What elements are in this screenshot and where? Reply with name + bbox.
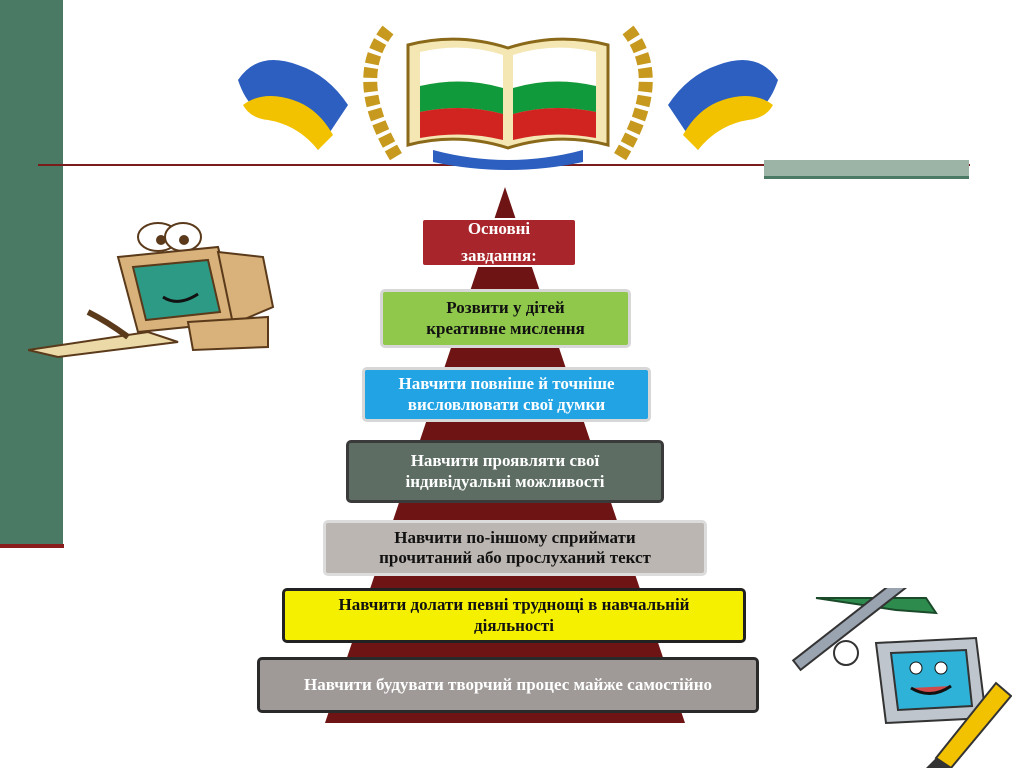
left-sidebar-underline (0, 544, 64, 548)
task-box-creative-thinking: Розвити у дітей креативне мислення (380, 289, 631, 348)
task-box-overcome-difficulties: Навчити долати певні труднощі в навчальн… (282, 588, 746, 643)
computer-robot-tools-icon (791, 588, 1012, 768)
computer-robot-typing-icon (28, 222, 275, 359)
task-line-1: Навчити по-іншому сприймати (394, 527, 636, 547)
tasks-title-line-1: Основні (467, 219, 531, 239)
task-line-2: прочитаний або прослуханий текст (379, 548, 651, 567)
task-line-2: індивідуальні можливості (405, 471, 605, 491)
task-line-2: креативне мислення (426, 318, 585, 338)
header-accent-block (764, 160, 969, 178)
tasks-title-line-2: завдання: (461, 245, 537, 265)
task-line-2: діяльності (474, 615, 554, 635)
left-sidebar-bar (0, 0, 63, 548)
task-box-individual-abilities: Навчити проявляти свої індивідуальні мож… (346, 440, 664, 503)
flag-book-emblem-icon (238, 25, 778, 170)
task-box-perceive-text: Навчити по-іншому сприймати прочитаний а… (323, 520, 707, 576)
header-accent-line (764, 176, 969, 179)
task-line-1: Навчити проявляти свої (410, 451, 600, 471)
task-line-1: Розвити у дітей (446, 298, 565, 318)
task-line-1: Навчити долати певні труднощі в навчальн… (338, 595, 690, 615)
task-line-2: висловлювати свої думки (407, 394, 606, 414)
task-line-1: Навчити повніше й точніше (398, 374, 615, 394)
task-box-creative-process: Навчити будувати творчий процес майже са… (257, 657, 759, 713)
task-box-express-thoughts: Навчити повніше й точніше висловлювати с… (362, 367, 651, 422)
task-line-1: Навчити будувати творчий процес майже са… (304, 674, 712, 694)
tasks-title-box: Основні завдання: (421, 218, 577, 267)
